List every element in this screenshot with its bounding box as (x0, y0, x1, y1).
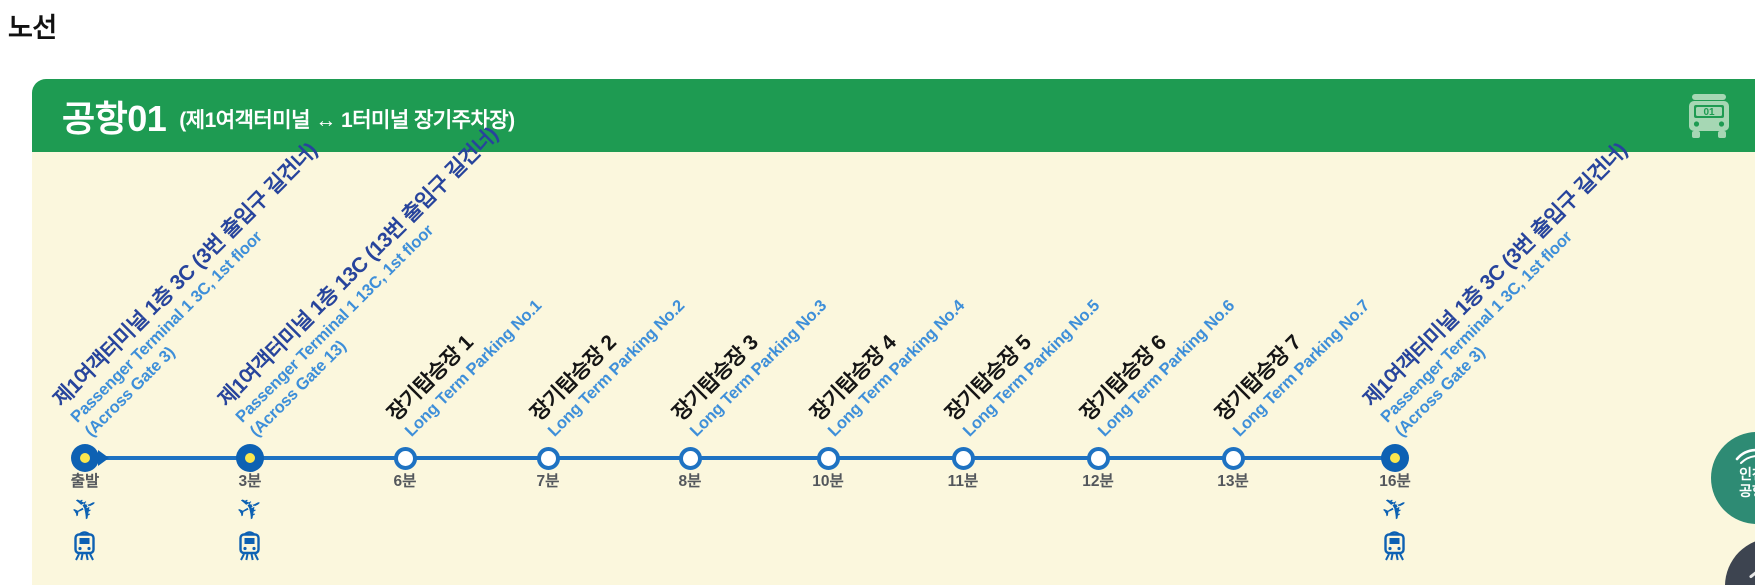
stop-name-english: Passenger Terminal 1 3C, 1st floor (1377, 227, 1576, 426)
stop-time-label: 11분 (947, 473, 979, 490)
route-endpoints: (제1여객터미널 ↔ 1터미널 장기주차장) (179, 109, 515, 132)
bottom-right-button-icon (1748, 560, 1755, 579)
stop-time-label: 7분 (536, 473, 560, 490)
bus-icon: 01 (1684, 92, 1734, 140)
stop-marker[interactable] (1086, 446, 1110, 470)
stop-marker[interactable] (678, 446, 702, 470)
route-direction-arrow (98, 450, 109, 466)
stop-name-label[interactable]: 제1여객터미널 1층 3C (3번 출입구 길건너) Passenger Ter… (1359, 139, 1661, 441)
stop-name-korean: 장기탑승장 4 (806, 331, 901, 426)
stop-marker[interactable] (1381, 444, 1409, 472)
terminal1-badge: T1 (1388, 500, 1402, 513)
stop-name-label[interactable]: 장기탑승장 5 Long Term Parking No.5 (941, 278, 1104, 441)
stop-time-label: 출발 (70, 473, 100, 490)
stop-marker[interactable] (71, 444, 99, 472)
stop-time-label: 12분 (1082, 473, 1114, 490)
stop-name-label[interactable]: 제1여객터미널 1층 13C (13번 출입구 길건너) Passenger T… (214, 123, 532, 441)
stop-marker[interactable] (536, 446, 560, 470)
bottom-right-button[interactable] (1725, 538, 1755, 585)
airplane-icon: ✈T1 (230, 486, 270, 531)
train-icon (74, 531, 96, 561)
stop-time-label: 10분 (812, 473, 844, 490)
stop-transfer-icons: ✈T1 (230, 487, 270, 561)
stop-time-label: 8분 (678, 473, 702, 490)
train-icon (239, 531, 261, 561)
stop-name-korean: 장기탑승장 1 (383, 331, 478, 426)
route-diagram: 출발 ✈T1 제1여객터미널 1층 3C (3번 출입구 길건너) Passen… (32, 123, 1755, 585)
stop-name-korean: 장기탑승장 7 (1211, 331, 1306, 426)
incheon-airport-logo-icon (1735, 448, 1755, 464)
incheon-airport-badge-label: 인천 공항 (1739, 466, 1755, 499)
stop-time-label: 16분 (1379, 473, 1411, 490)
svg-text:01: 01 (1703, 107, 1715, 118)
stop-name-label[interactable]: 장기탑승장 6 Long Term Parking No.6 (1076, 278, 1239, 441)
stop-name-label[interactable]: 장기탑승장 4 Long Term Parking No.4 (806, 278, 969, 441)
stop-name-label[interactable]: 장기탑승장 7 Long Term Parking No.7 (1211, 278, 1374, 441)
stop-name-label[interactable]: 장기탑승장 3 Long Term Parking No.3 (668, 278, 831, 441)
route-number: 공항01 (62, 97, 167, 139)
terminal1-badge: T1 (243, 500, 257, 513)
train-icon (1384, 531, 1406, 561)
route-header: 공항01 (제1여객터미널 ↔ 1터미널 장기주차장) 01 (32, 79, 1755, 152)
stop-time-label: 6분 (393, 473, 417, 490)
stop-name-extra: (Across Gate 3) (1391, 343, 1489, 441)
stop-time-label: 13분 (1217, 473, 1249, 490)
terminal1-badge: T1 (78, 500, 92, 513)
stop-marker[interactable] (1221, 446, 1245, 470)
route-line (85, 456, 1395, 460)
incheon-airport-badge[interactable]: 인천 공항 (1711, 432, 1755, 524)
stop-name-label[interactable]: 장기탑승장 1 Long Term Parking No.1 (383, 278, 546, 441)
stop-time-label: 3분 (238, 473, 262, 490)
stop-transfer-icons: ✈T1 (1375, 487, 1415, 561)
stop-name-label[interactable]: 장기탑승장 2 Long Term Parking No.2 (526, 278, 689, 441)
route-panel: 공항01 (제1여객터미널 ↔ 1터미널 장기주차장) 01 (32, 79, 1755, 585)
page-title: 노선 (8, 13, 57, 43)
stop-marker[interactable] (236, 444, 264, 472)
stop-name-korean: 장기탑승장 5 (941, 331, 1036, 426)
stop-marker[interactable] (816, 446, 840, 470)
airplane-icon: ✈T1 (65, 486, 105, 531)
stop-transfer-icons: ✈T1 (65, 487, 105, 561)
stop-marker[interactable] (393, 446, 417, 470)
stop-name-korean: 장기탑승장 2 (526, 331, 621, 426)
stop-name-korean: 장기탑승장 3 (668, 331, 763, 426)
stop-name-korean: 제1여객터미널 1층 3C (3번 출입구 길건너) (1359, 138, 1632, 412)
stop-name-label[interactable]: 제1여객터미널 1층 3C (3번 출입구 길건너) Passenger Ter… (49, 139, 351, 441)
stop-name-korean: 장기탑승장 6 (1076, 331, 1171, 426)
airplane-icon: ✈T1 (1375, 486, 1415, 531)
stop-marker[interactable] (951, 446, 975, 470)
